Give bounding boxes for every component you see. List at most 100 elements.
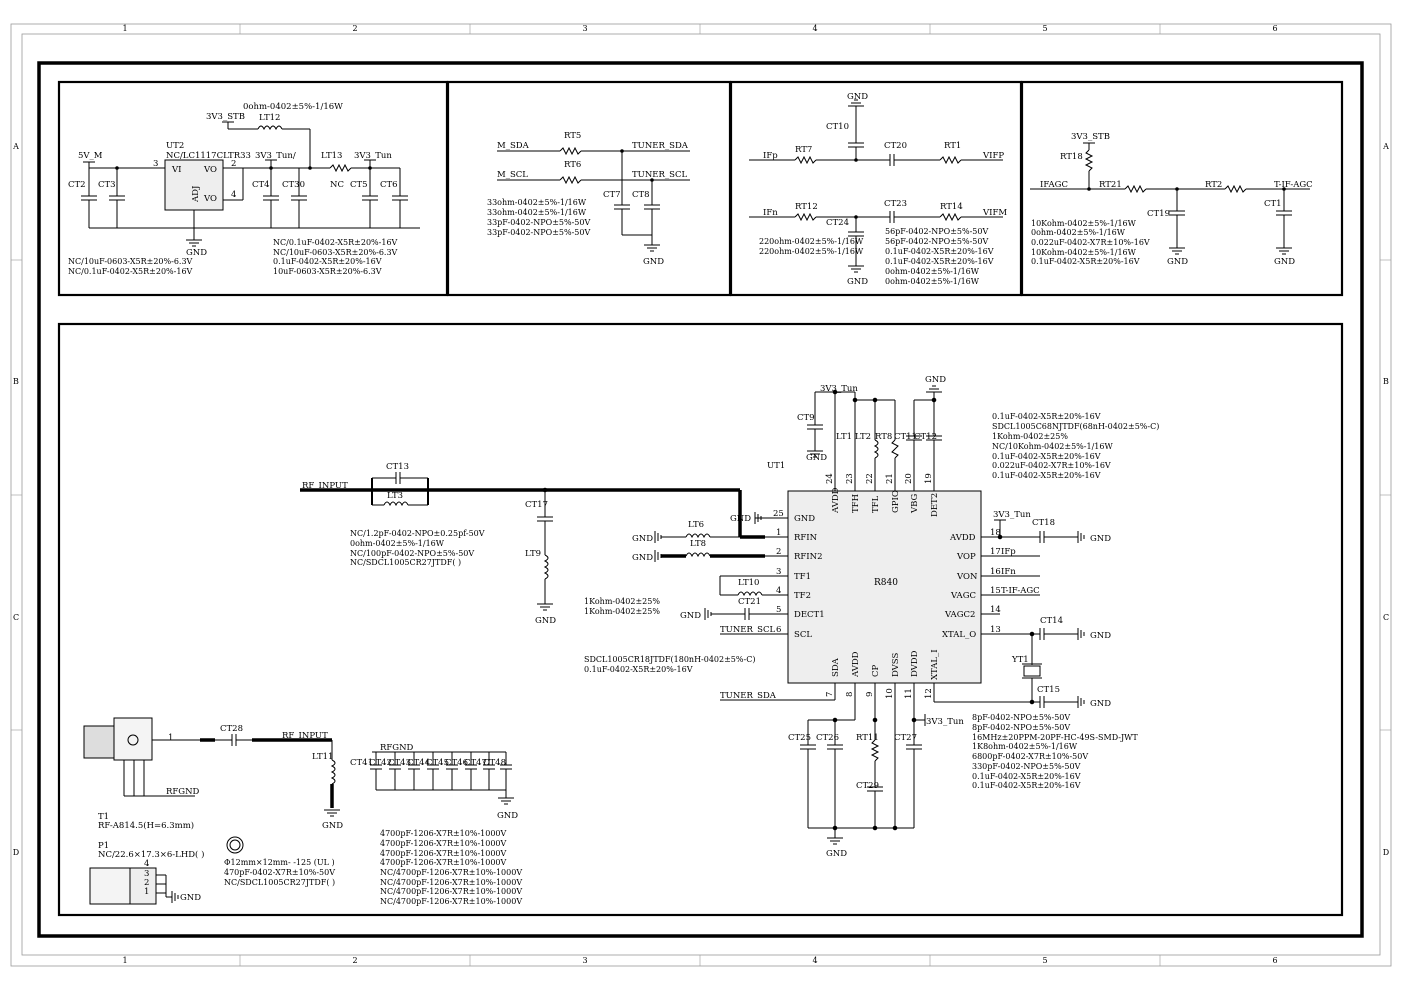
tuner-note-bottom-4: 1K8ohm-0402±5%-1/16W bbox=[972, 742, 1078, 751]
lt10-ref: LT10 bbox=[738, 578, 759, 588]
ct9-ref: CT9 bbox=[797, 413, 815, 423]
ut2-pin-adj: ADJ bbox=[191, 185, 201, 203]
lt9-ref: LT9 bbox=[525, 549, 541, 559]
pin-8-num: 8 bbox=[845, 692, 855, 697]
rf-note-4: NC/SDCL1005CR27JTDF( ) bbox=[350, 558, 461, 567]
gnd-lt6: GND bbox=[632, 534, 653, 544]
ct7-ref: CT7 bbox=[603, 190, 621, 200]
pin-sda-name: SDA bbox=[831, 657, 841, 677]
pin-21-num: 21 bbox=[885, 473, 895, 484]
row-label-a: A bbox=[12, 142, 19, 151]
main-border bbox=[37, 61, 1364, 938]
ct29-ref: CT29 bbox=[856, 781, 879, 791]
net-tuner-scl-i2c: TUNER_SCL bbox=[632, 170, 687, 180]
p1-connector bbox=[89, 867, 131, 905]
rt18-ref: RT18 bbox=[1060, 152, 1083, 162]
conn-note-cap-3: 4700pF-1206-X7R±10%-1000V bbox=[380, 849, 507, 858]
tuner-note-top-7: 0.1uF-0402-X5R±20%-16V bbox=[992, 471, 1101, 480]
conn-note-cap-7: NC/4700pF-1206-X7R±10%-1000V bbox=[380, 887, 522, 896]
net-vifp: VIFP bbox=[982, 151, 1004, 161]
ut1-ref: UT1 bbox=[767, 461, 785, 471]
ct15-ref: CT15 bbox=[1037, 685, 1060, 695]
net-tuner-sda-tuner: TUNER_SDA bbox=[720, 691, 777, 701]
vif-note-right-1: 56pF-0402-NPO±5%-50V bbox=[885, 227, 988, 236]
rf-connector-t1 bbox=[83, 725, 115, 759]
pin-9-num: 9 bbox=[865, 692, 875, 697]
col-label-5b: 5 bbox=[1042, 956, 1047, 965]
net-ifn-tuner: IFn bbox=[1001, 567, 1016, 577]
ct41-ref: CT41 bbox=[350, 758, 373, 768]
pin-12-num: 12 bbox=[924, 688, 934, 699]
pin-6-num: 6 bbox=[776, 625, 781, 635]
pin-13-num: 13 bbox=[990, 625, 1001, 635]
net-ifp: IFp bbox=[763, 151, 778, 161]
ct14-ref: CT14 bbox=[1040, 616, 1063, 626]
col-label-3b: 3 bbox=[582, 956, 587, 965]
row-label-c: C bbox=[13, 613, 19, 622]
gnd-agc-2: GND bbox=[1274, 257, 1295, 267]
lt8-ref: LT8 bbox=[690, 539, 706, 549]
ut2-ref: UT2 bbox=[166, 141, 184, 151]
row-label-d: D bbox=[13, 848, 19, 857]
lt13-nc: NC bbox=[330, 180, 344, 190]
rt21-ref: RT21 bbox=[1099, 180, 1122, 190]
i2c-note-4: 33pF-0402-NPO±5%-50V bbox=[487, 228, 590, 237]
p1-pin-4: 4 bbox=[144, 859, 149, 869]
ct10-ref: CT10 bbox=[826, 122, 849, 132]
gnd-tuner-top-right: GND bbox=[925, 375, 946, 385]
gnd-ct18: GND bbox=[1090, 534, 1111, 544]
ct43-ref: CT43 bbox=[388, 758, 411, 768]
t1-part: RF-A814.5(H=6.3mm) bbox=[98, 820, 194, 831]
ct13-ref: CT13 bbox=[386, 462, 409, 472]
net-vifm: VIFM bbox=[982, 208, 1007, 218]
pin-vbg-name: VBG bbox=[910, 493, 920, 514]
ut2-pin-4: 4 bbox=[231, 190, 236, 200]
pin-22-num: 22 bbox=[865, 473, 875, 484]
pin-14-num: 14 bbox=[990, 605, 1001, 615]
gnd-p1: GND bbox=[180, 893, 201, 903]
row-label-c-right: C bbox=[1383, 613, 1389, 622]
conn-note-cap-5: NC/4700pF-1206-X7R±10%-1000V bbox=[380, 868, 522, 877]
ct44-ref: CT44 bbox=[407, 758, 430, 768]
gnd-ldo: GND bbox=[186, 248, 207, 258]
tuner-note-bottom-6: 330pF-0402-NPO±5%-50V bbox=[972, 762, 1081, 771]
net-3v3-stb-ldo: 3V3_STB bbox=[206, 112, 245, 122]
rt12-ref: RT12 bbox=[795, 202, 818, 212]
tuner-note-top-3: 1Kohm-0402±25% bbox=[992, 432, 1068, 441]
ldo-note-left-2: NC/0.1uF-0402-X5R±20%-16V bbox=[68, 267, 193, 276]
pin-10-num: 10 bbox=[885, 688, 895, 699]
net-3v3-stb-agc: 3V3_STB bbox=[1071, 132, 1110, 142]
cap-array bbox=[370, 752, 512, 798]
lt2-ref: LT2 bbox=[855, 432, 871, 442]
rt7-ref: RT7 bbox=[795, 145, 812, 155]
ct4-ref: CT4 bbox=[252, 180, 270, 190]
pin-11-num: 11 bbox=[904, 688, 914, 699]
net-5v-m: 5V_M bbox=[78, 151, 103, 161]
col-label-1b: 1 bbox=[122, 956, 127, 965]
col-label-3: 3 bbox=[582, 24, 587, 33]
col-label-4b: 4 bbox=[812, 956, 817, 965]
tuner-note-top-4: NC/10Kohm-0402±5%-1/16W bbox=[992, 442, 1113, 451]
ct3-ref: CT3 bbox=[98, 180, 116, 190]
ct6-ref: CT6 bbox=[380, 180, 398, 190]
ut2-pin-vi: VI bbox=[171, 165, 182, 175]
net-3v3-tun-slash: 3V3_Tun/ bbox=[255, 151, 296, 161]
ut2-part: NC/LC1117CLTR33 bbox=[166, 151, 251, 161]
rf-note-3: NC/100pF-0402-NPO±5%-50V bbox=[350, 549, 474, 558]
tuner-note-bottom-2: 8pF-0402-NPO±5%-50V bbox=[972, 723, 1070, 732]
ct21-ref: CT21 bbox=[738, 597, 761, 607]
ct45-ref: CT45 bbox=[426, 758, 449, 768]
ut2-pin-2: 2 bbox=[231, 159, 236, 169]
net-rf-input-conn: RF_INPUT bbox=[282, 731, 328, 741]
net-ifagc: IFAGC bbox=[1040, 180, 1068, 190]
col-label-2: 2 bbox=[352, 24, 357, 33]
r840-tuner-ic bbox=[787, 490, 982, 684]
tuner-note-bottom-8: 0.1uF-0402-X5R±20%-16V bbox=[972, 781, 1081, 790]
pin-dect1-name: DECT1 bbox=[794, 610, 825, 620]
net-tuner-scl-tuner: TUNER_SCL bbox=[720, 625, 775, 635]
vif-block: GND CT10 IFp RT7 CT20 RT1 VIFP IFn RT12 … bbox=[749, 92, 1007, 287]
pin-scl-name: SCL bbox=[794, 630, 812, 640]
net-tuner-sda-i2c: TUNER_SDA bbox=[632, 141, 689, 151]
p1-pin-1: 1 bbox=[144, 887, 149, 897]
pin-24-num: 24 bbox=[825, 473, 835, 484]
